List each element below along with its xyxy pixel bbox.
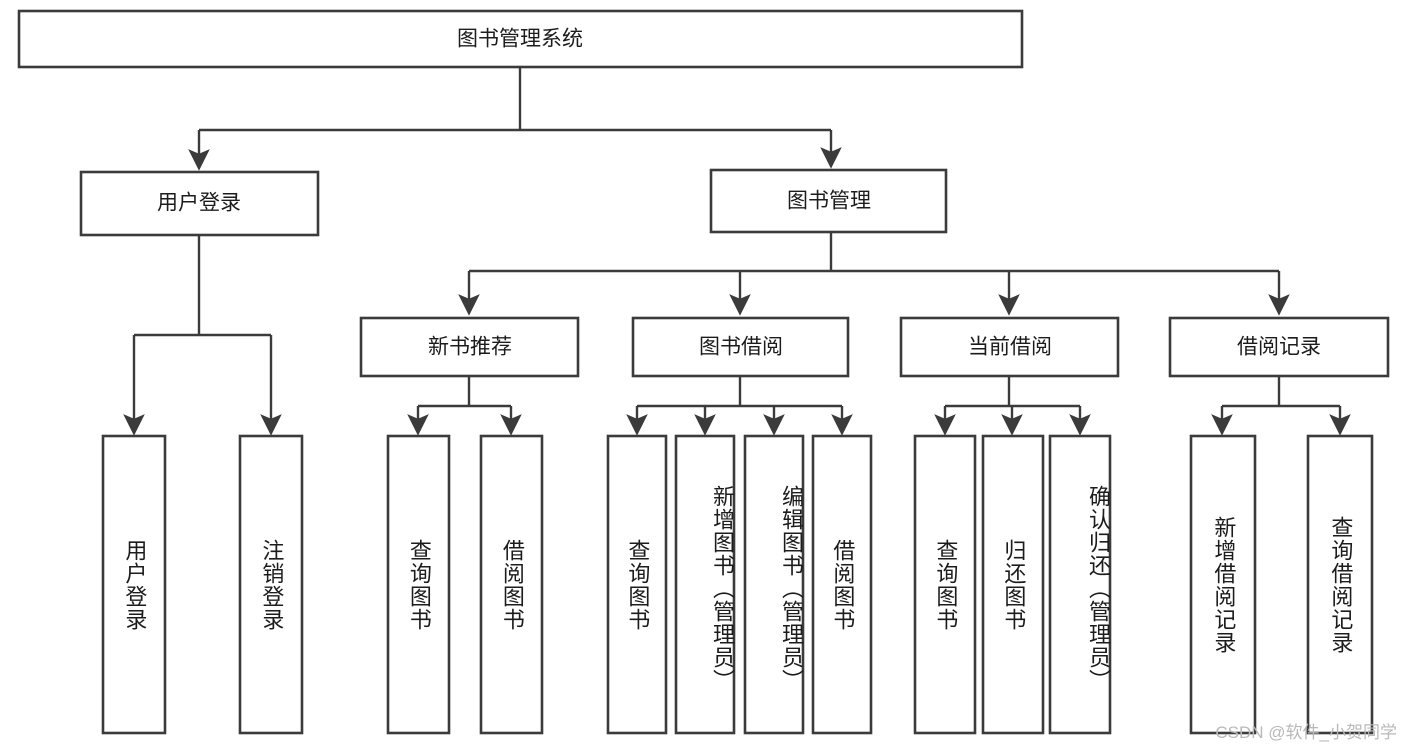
leaf-box-book-borrow-lend[interactable] (811, 434, 873, 735)
leaf-label-user-login-logout: 注销登录 (259, 538, 285, 631)
leaf-label-current-borrow-return: 归还图书 (1001, 538, 1027, 631)
leaf-label-user-login-login: 用户登录 (122, 538, 148, 631)
node-label-new-book-recommend: 新书推荐 (428, 336, 512, 359)
leaf-box-user-login-login[interactable] (101, 434, 167, 735)
leaf-label-borrow-record-add: 新增借阅记录 (1211, 515, 1237, 654)
leaf-box-book-borrow-add[interactable] (674, 434, 736, 735)
leaf-box-borrow-record-add[interactable] (1189, 434, 1257, 735)
leaf-box-current-borrow-confirm[interactable] (1048, 434, 1112, 735)
leaf-label-current-borrow-query: 查询图书 (933, 538, 959, 631)
leaf-box-book-borrow-edit[interactable] (743, 434, 805, 735)
leaf-box-current-borrow-return[interactable] (981, 434, 1045, 735)
csdn-watermark: CSDN @软件_小贺同学 (1215, 723, 1397, 742)
leaf-label-book-borrow-add: 新增图书（管理员） (710, 485, 735, 692)
node-box-new-book-recommend[interactable] (359, 316, 580, 378)
node-label-book-management-system: 图书管理系统 (457, 28, 583, 51)
node-label-current-borrow: 当前借阅 (968, 336, 1052, 359)
leaf-box-user-login-logout[interactable] (238, 434, 304, 735)
leaf-label-borrow-record-query: 查询借阅记录 (1328, 515, 1354, 654)
leaf-label-current-borrow-confirm: 确认归还（管理员） (1086, 485, 1111, 692)
leaf-label-new-book-borrow: 借阅图书 (499, 538, 525, 631)
leaf-label-book-borrow-edit: 编辑图书（管理员） (779, 485, 804, 692)
node-label-book-management: 图书管理 (787, 190, 871, 213)
leaf-label-new-book-query: 查询图书 (406, 538, 432, 631)
node-label-book-borrow: 图书借阅 (699, 336, 783, 359)
leaf-box-new-book-query[interactable] (386, 434, 451, 735)
node-label-user-login: 用户登录 (157, 192, 241, 215)
node-label-borrow-record: 借阅记录 (1237, 336, 1321, 359)
leaf-box-new-book-borrow[interactable] (479, 434, 544, 735)
leaf-label-book-borrow-lend: 借阅图书 (830, 538, 856, 631)
leaf-box-book-borrow-query[interactable] (606, 434, 668, 735)
node-box-book-management-system[interactable] (17, 9, 1024, 69)
leaf-box-current-borrow-query[interactable] (913, 434, 977, 735)
node-box-user-login[interactable] (79, 170, 320, 237)
node-box-current-borrow[interactable] (899, 316, 1120, 378)
node-box-book-management[interactable] (709, 168, 948, 234)
node-box-borrow-record[interactable] (1168, 316, 1390, 378)
leaf-label-book-borrow-query: 查询图书 (625, 538, 651, 631)
node-box-book-borrow[interactable] (631, 316, 850, 378)
leaf-box-borrow-record-query[interactable] (1306, 434, 1374, 735)
